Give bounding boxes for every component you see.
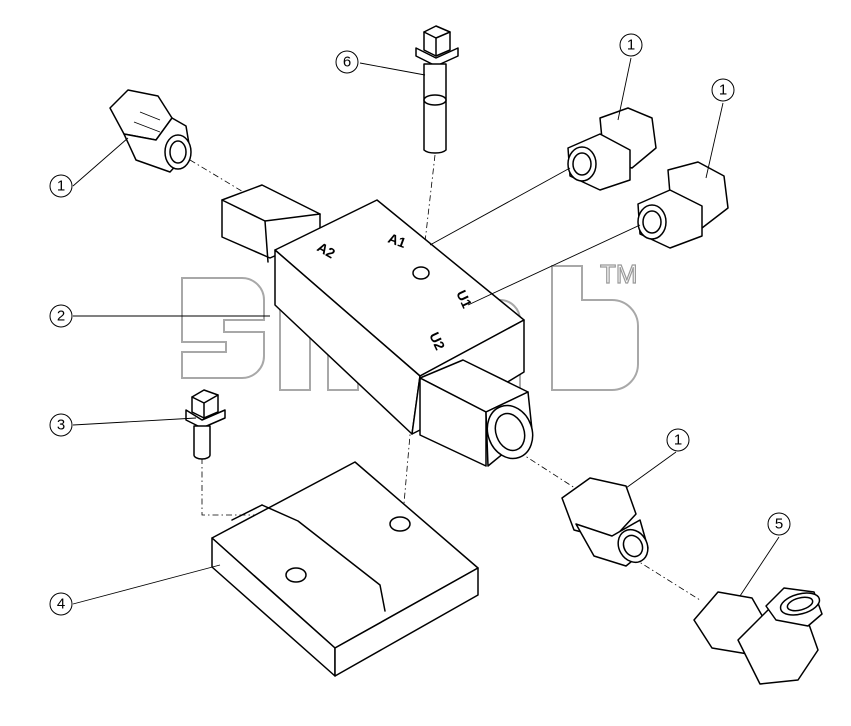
callout-label: 1 — [719, 82, 727, 99]
leader-lines — [72, 57, 780, 605]
callout-label: 6 — [343, 54, 351, 71]
port-label-u1: U1 — [453, 288, 475, 311]
callout-2: 2 — [49, 304, 73, 328]
callout-1-upper-right: 1 — [619, 33, 643, 57]
port-label-u2: U2 — [426, 330, 448, 353]
callout-label: 1 — [57, 178, 65, 195]
fitting-upper-right — [567, 107, 657, 191]
callout-label: 2 — [57, 308, 65, 325]
port-label-a1: A1 — [386, 230, 408, 251]
elbow-fitting — [693, 587, 823, 685]
mounting-plate — [211, 461, 479, 677]
fitting-top-left — [109, 89, 192, 173]
fitting-right — [637, 161, 729, 249]
callout-1-right: 1 — [711, 78, 735, 102]
bolt-short — [185, 389, 226, 460]
callout-1-lower: 1 — [666, 428, 690, 452]
fitting-lower — [561, 477, 649, 567]
callout-5: 5 — [767, 512, 791, 536]
callout-3: 3 — [49, 413, 73, 437]
callout-label: 4 — [57, 596, 65, 613]
valve-block: A1 A2 U1 U2 — [221, 184, 534, 467]
trademark-mark: TM — [600, 259, 638, 289]
callout-4: 4 — [49, 592, 73, 616]
callout-label: 5 — [775, 516, 783, 533]
port-label-a2: A2 — [315, 239, 339, 262]
bolt-long — [415, 25, 459, 154]
callout-label: 3 — [57, 417, 65, 434]
callout-label: 1 — [627, 37, 635, 54]
callout-1-top-left: 1 — [49, 174, 73, 198]
callout-label: 1 — [674, 432, 682, 449]
callout-6: 6 — [335, 50, 359, 74]
